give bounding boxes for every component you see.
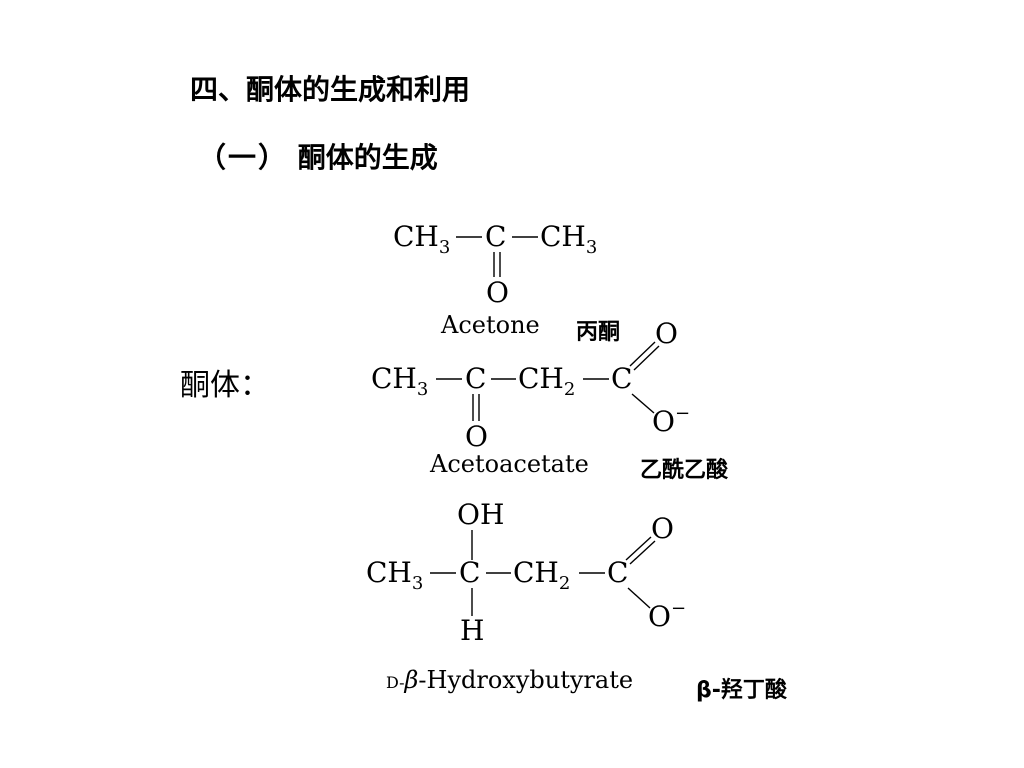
hydroxybutyrate-carboxyl-carbon: C	[607, 556, 628, 589]
acetoacetate-name: Acetoacetate	[429, 450, 589, 478]
hydroxybutyrate-chiral-carbon: C	[459, 556, 480, 589]
acetoacetate-formula: CH3 C CH2 C O O O− Acetoacetate	[371, 317, 690, 478]
ketone-bodies-label: 酮体：	[180, 368, 270, 403]
acetoacetate-chinese-name: 乙酰乙酸	[640, 458, 729, 483]
acetone-left-group: CH3	[393, 220, 450, 258]
acetoacetate-left-group: CH3	[371, 362, 428, 400]
acetoacetate-ketone-oxygen: O	[465, 420, 488, 453]
acetone-chinese-name: 丙酮	[576, 320, 621, 345]
hydroxybutyrate-hydroxyl: OH	[457, 498, 504, 531]
double-bond	[629, 341, 656, 367]
hydroxybutyrate-chinese-name: β-羟丁酸	[696, 678, 787, 703]
acetone-right-group: CH3	[540, 220, 597, 258]
bond	[627, 587, 651, 609]
acetone-formula: CH3 C CH3 O Acetone	[393, 220, 597, 339]
double-bond	[629, 540, 656, 565]
hydroxybutyrate-hydrogen: H	[460, 614, 484, 647]
hydroxybutyrate-formula: OH CH3 C CH2 C H O O− D-β-Hydroxybutyrat…	[366, 498, 686, 694]
hydroxybutyrate-methylene: CH2	[513, 556, 570, 594]
acetoacetate-carboxyl-carbon: C	[611, 362, 632, 395]
acetoacetate-methylene: CH2	[518, 362, 575, 400]
hydroxybutyrate-name: D-β-Hydroxybutyrate	[386, 666, 633, 694]
subsection-heading: （一） 酮体的生成	[198, 136, 438, 176]
acetone-carbonyl-carbon: C	[485, 220, 506, 253]
double-bond	[633, 345, 660, 371]
acetoacetate-carbonyl-carbon: C	[465, 362, 486, 395]
double-bond	[625, 536, 652, 561]
subsection-title: 酮体的生成	[297, 141, 438, 174]
hydroxybutyrate-left-group: CH3	[366, 556, 423, 594]
section-heading: 四、酮体的生成和利用	[190, 73, 471, 106]
hydroxybutyrate-anion-oxygen: O−	[648, 598, 686, 633]
acetone-name: Acetone	[440, 311, 540, 339]
bond	[631, 393, 655, 414]
acetone-oxygen: O	[486, 276, 509, 309]
hydroxybutyrate-carboxyl-oxygen: O	[651, 512, 674, 545]
subsection-number: （一）	[198, 141, 289, 174]
acetoacetate-anion-oxygen: O−	[652, 403, 690, 438]
acetoacetate-carboxyl-oxygen: O	[655, 317, 678, 350]
